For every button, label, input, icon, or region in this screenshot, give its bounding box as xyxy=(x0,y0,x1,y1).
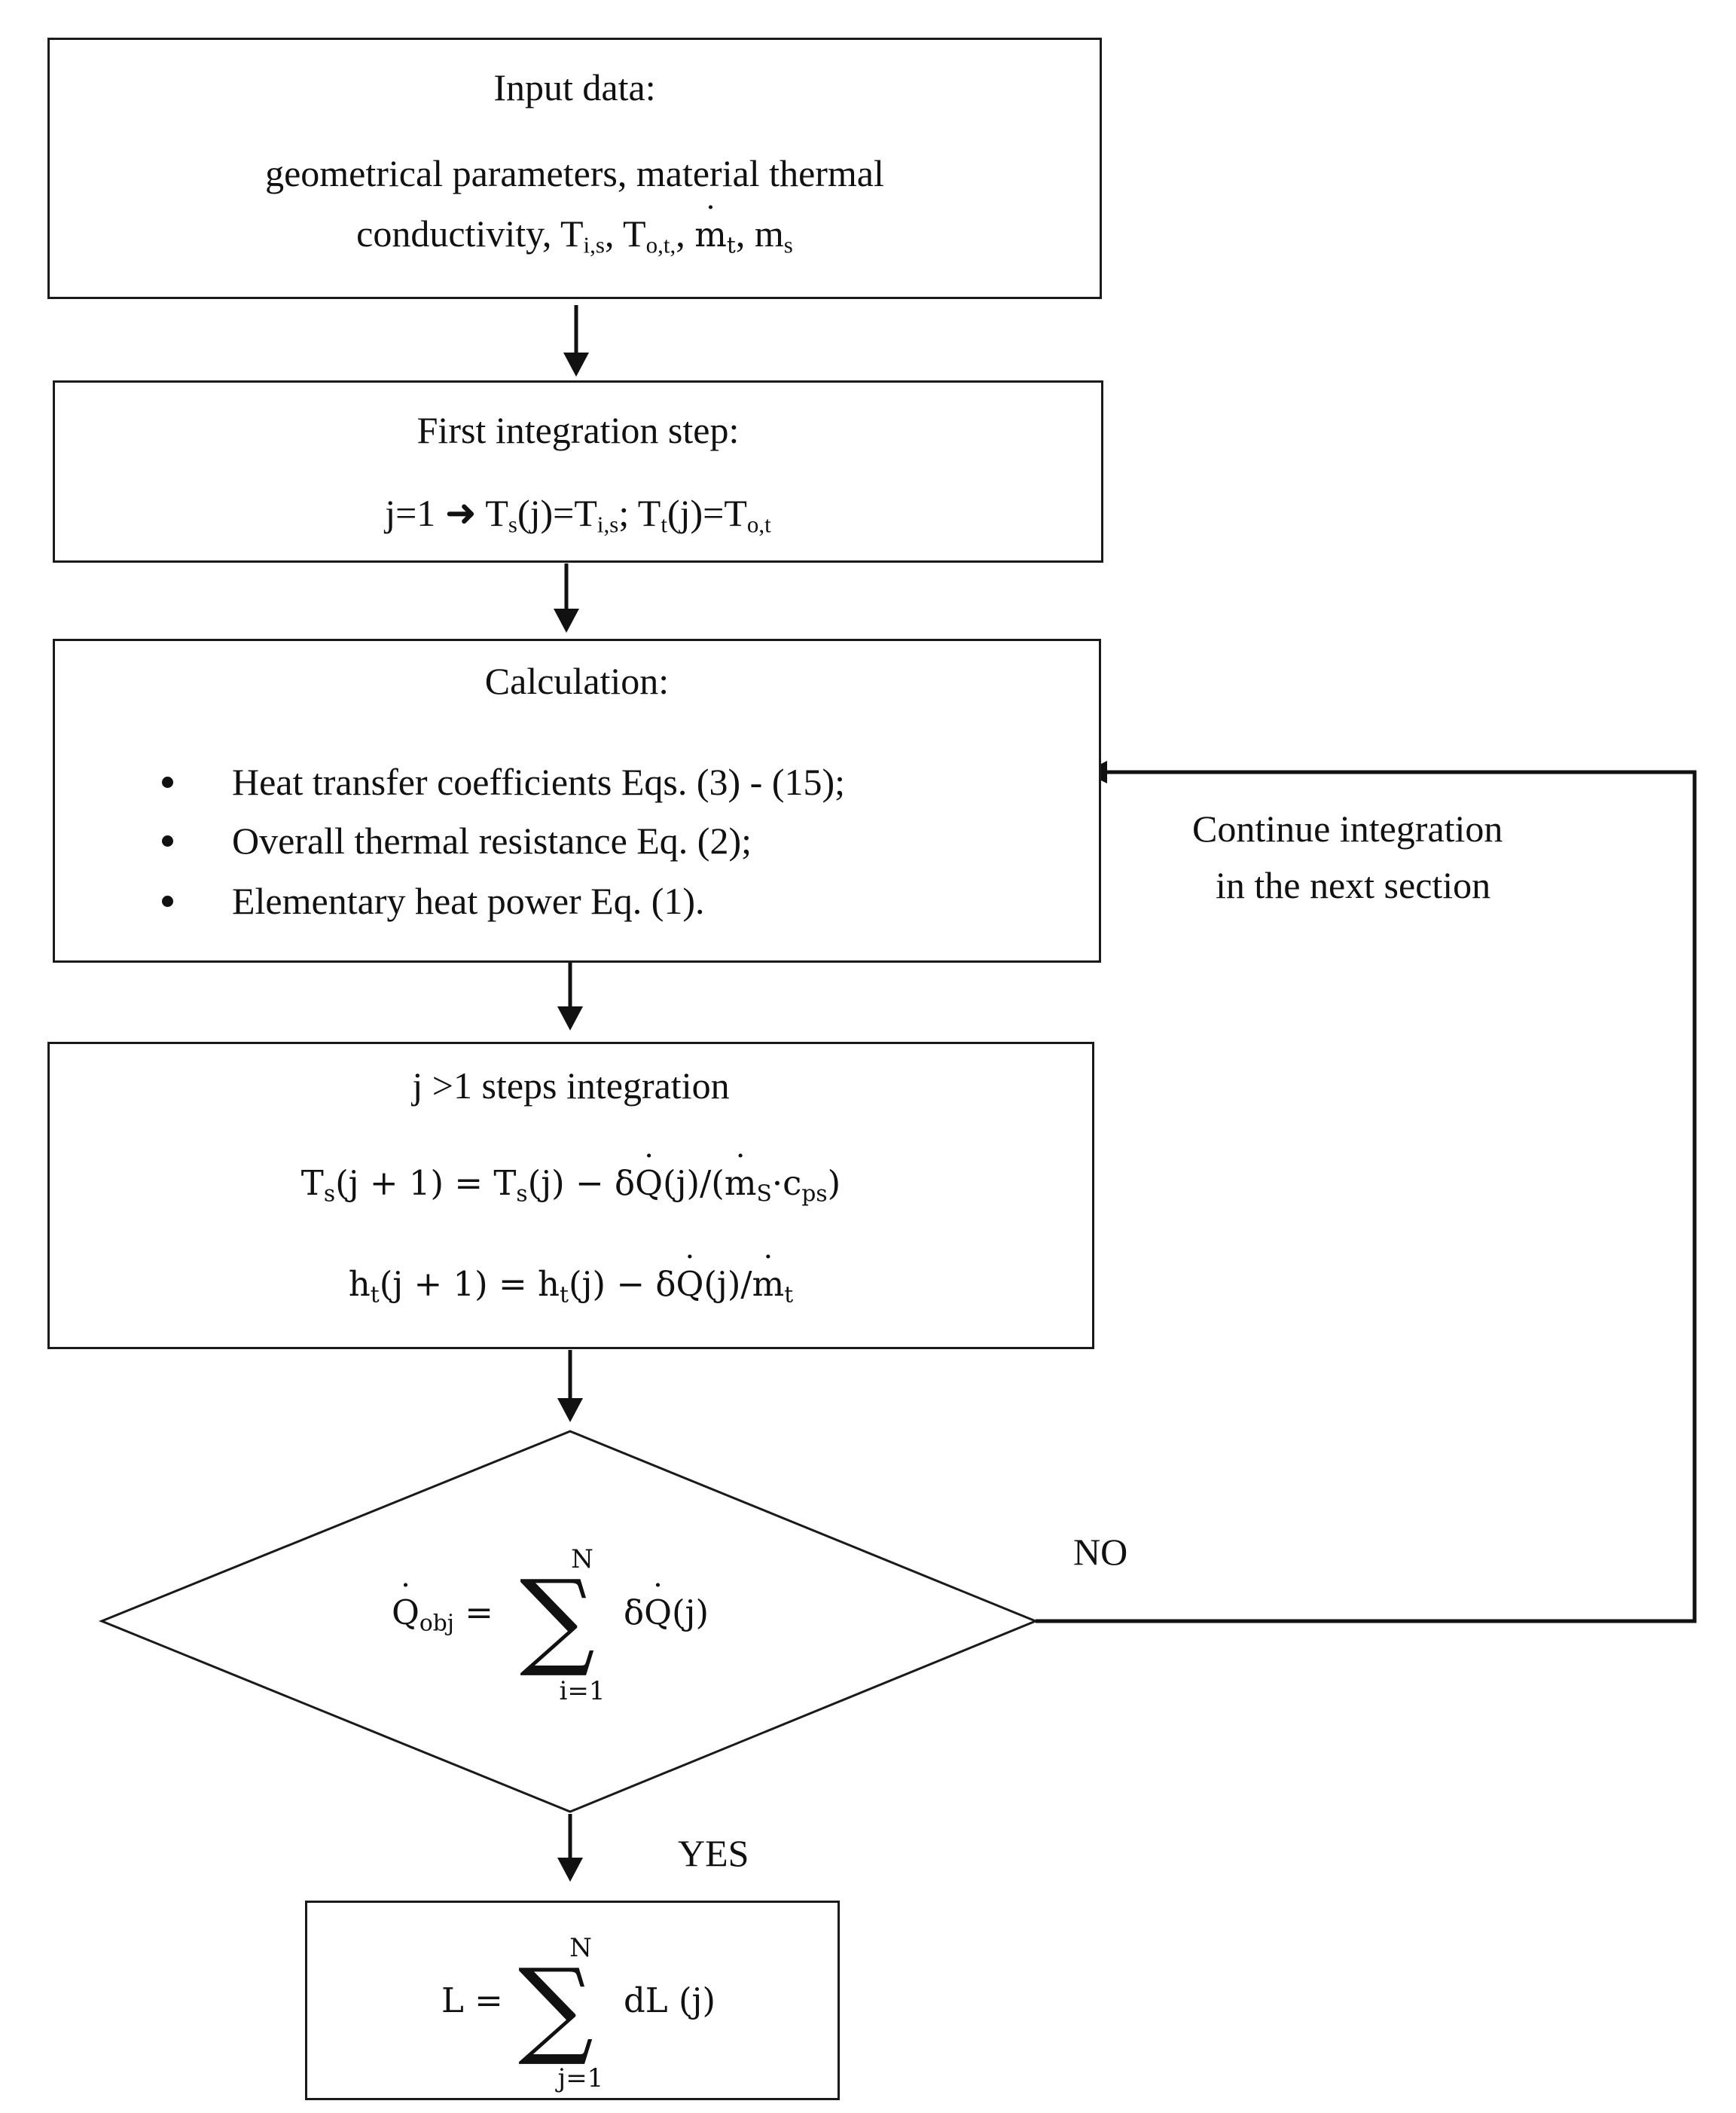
calculation-title: Calculation: xyxy=(484,660,670,702)
calculation-item-3: Elementary heat power Eq. (1). xyxy=(232,880,705,922)
no-label: NO xyxy=(1073,1531,1128,1573)
input-data-line2: conductivity, Ti,s, To,t,, mt, ms xyxy=(50,203,1100,256)
yes-label: YES xyxy=(678,1832,749,1874)
arrow-first-step-to-calculation xyxy=(554,563,579,633)
loop-label-line1: Continue integration xyxy=(1192,808,1503,850)
result-lower-limit: j=1 xyxy=(557,2063,604,2093)
input-data-title: Input data: xyxy=(493,66,656,108)
decision-sum-symbol: ∑ xyxy=(520,1558,595,1681)
bullet-icon xyxy=(162,896,173,907)
bullet-icon xyxy=(162,835,173,847)
first-integration-step-box: First integration step: j=1 ➜ Ts(j)=Ti,s… xyxy=(53,380,1103,563)
first-step-formula: j=1 ➜ Ts(j)=Ti,s; Tt(j)=To,t xyxy=(385,492,771,538)
calculation-item-1: Heat transfer coefficients Eqs. (3) - (1… xyxy=(232,761,846,803)
result-box: L = ∑ N j=1 dL (j) xyxy=(305,1901,840,2100)
arrow-calculation-to-steps xyxy=(557,963,583,1031)
decision-rhs: δQ(j) xyxy=(624,1580,709,1629)
arrow-input-to-first-step xyxy=(563,305,589,377)
loop-label-line2: in the next section xyxy=(1216,864,1491,906)
arrow-decision-to-result xyxy=(557,1814,583,1882)
result-upper-limit: N xyxy=(569,1933,592,1963)
steps-title: j >1 steps integration xyxy=(412,1064,730,1107)
decision-lower-limit: i=1 xyxy=(559,1676,606,1706)
input-data-line1: geometrical parameters, material thermal xyxy=(265,152,884,194)
first-step-title: First integration step: xyxy=(416,409,740,451)
arrow-steps-to-decision xyxy=(557,1350,583,1422)
result-lhs: L = xyxy=(441,1980,503,2020)
steps-integration-box: j >1 steps integration Ts(j + 1) = Ts(j)… xyxy=(47,1042,1094,1349)
calculation-item-2: Overall thermal resistance Eq. (2); xyxy=(232,820,752,862)
arrow-right-icon: ➜ xyxy=(444,492,477,534)
result-rhs: dL (j) xyxy=(624,1980,716,2020)
decision-diamond xyxy=(99,1430,1039,1813)
bullet-icon xyxy=(162,777,173,788)
calculation-box: Calculation: Heat transfer coefficients … xyxy=(53,639,1101,963)
enthalpy-update-equation: ht(j + 1) = ht(j) − δQ(j)/mt xyxy=(50,1252,1092,1305)
decision-upper-limit: N xyxy=(571,1544,593,1574)
temperature-update-equation: Ts(j + 1) = Ts(j) − δQ(j)/(mS·cps) xyxy=(50,1151,1092,1205)
result-sum-symbol: ∑ xyxy=(518,1947,593,2069)
decision-lhs: Qobj = xyxy=(392,1580,493,1634)
input-data-box: Input data: geometrical parameters, mate… xyxy=(47,38,1102,299)
